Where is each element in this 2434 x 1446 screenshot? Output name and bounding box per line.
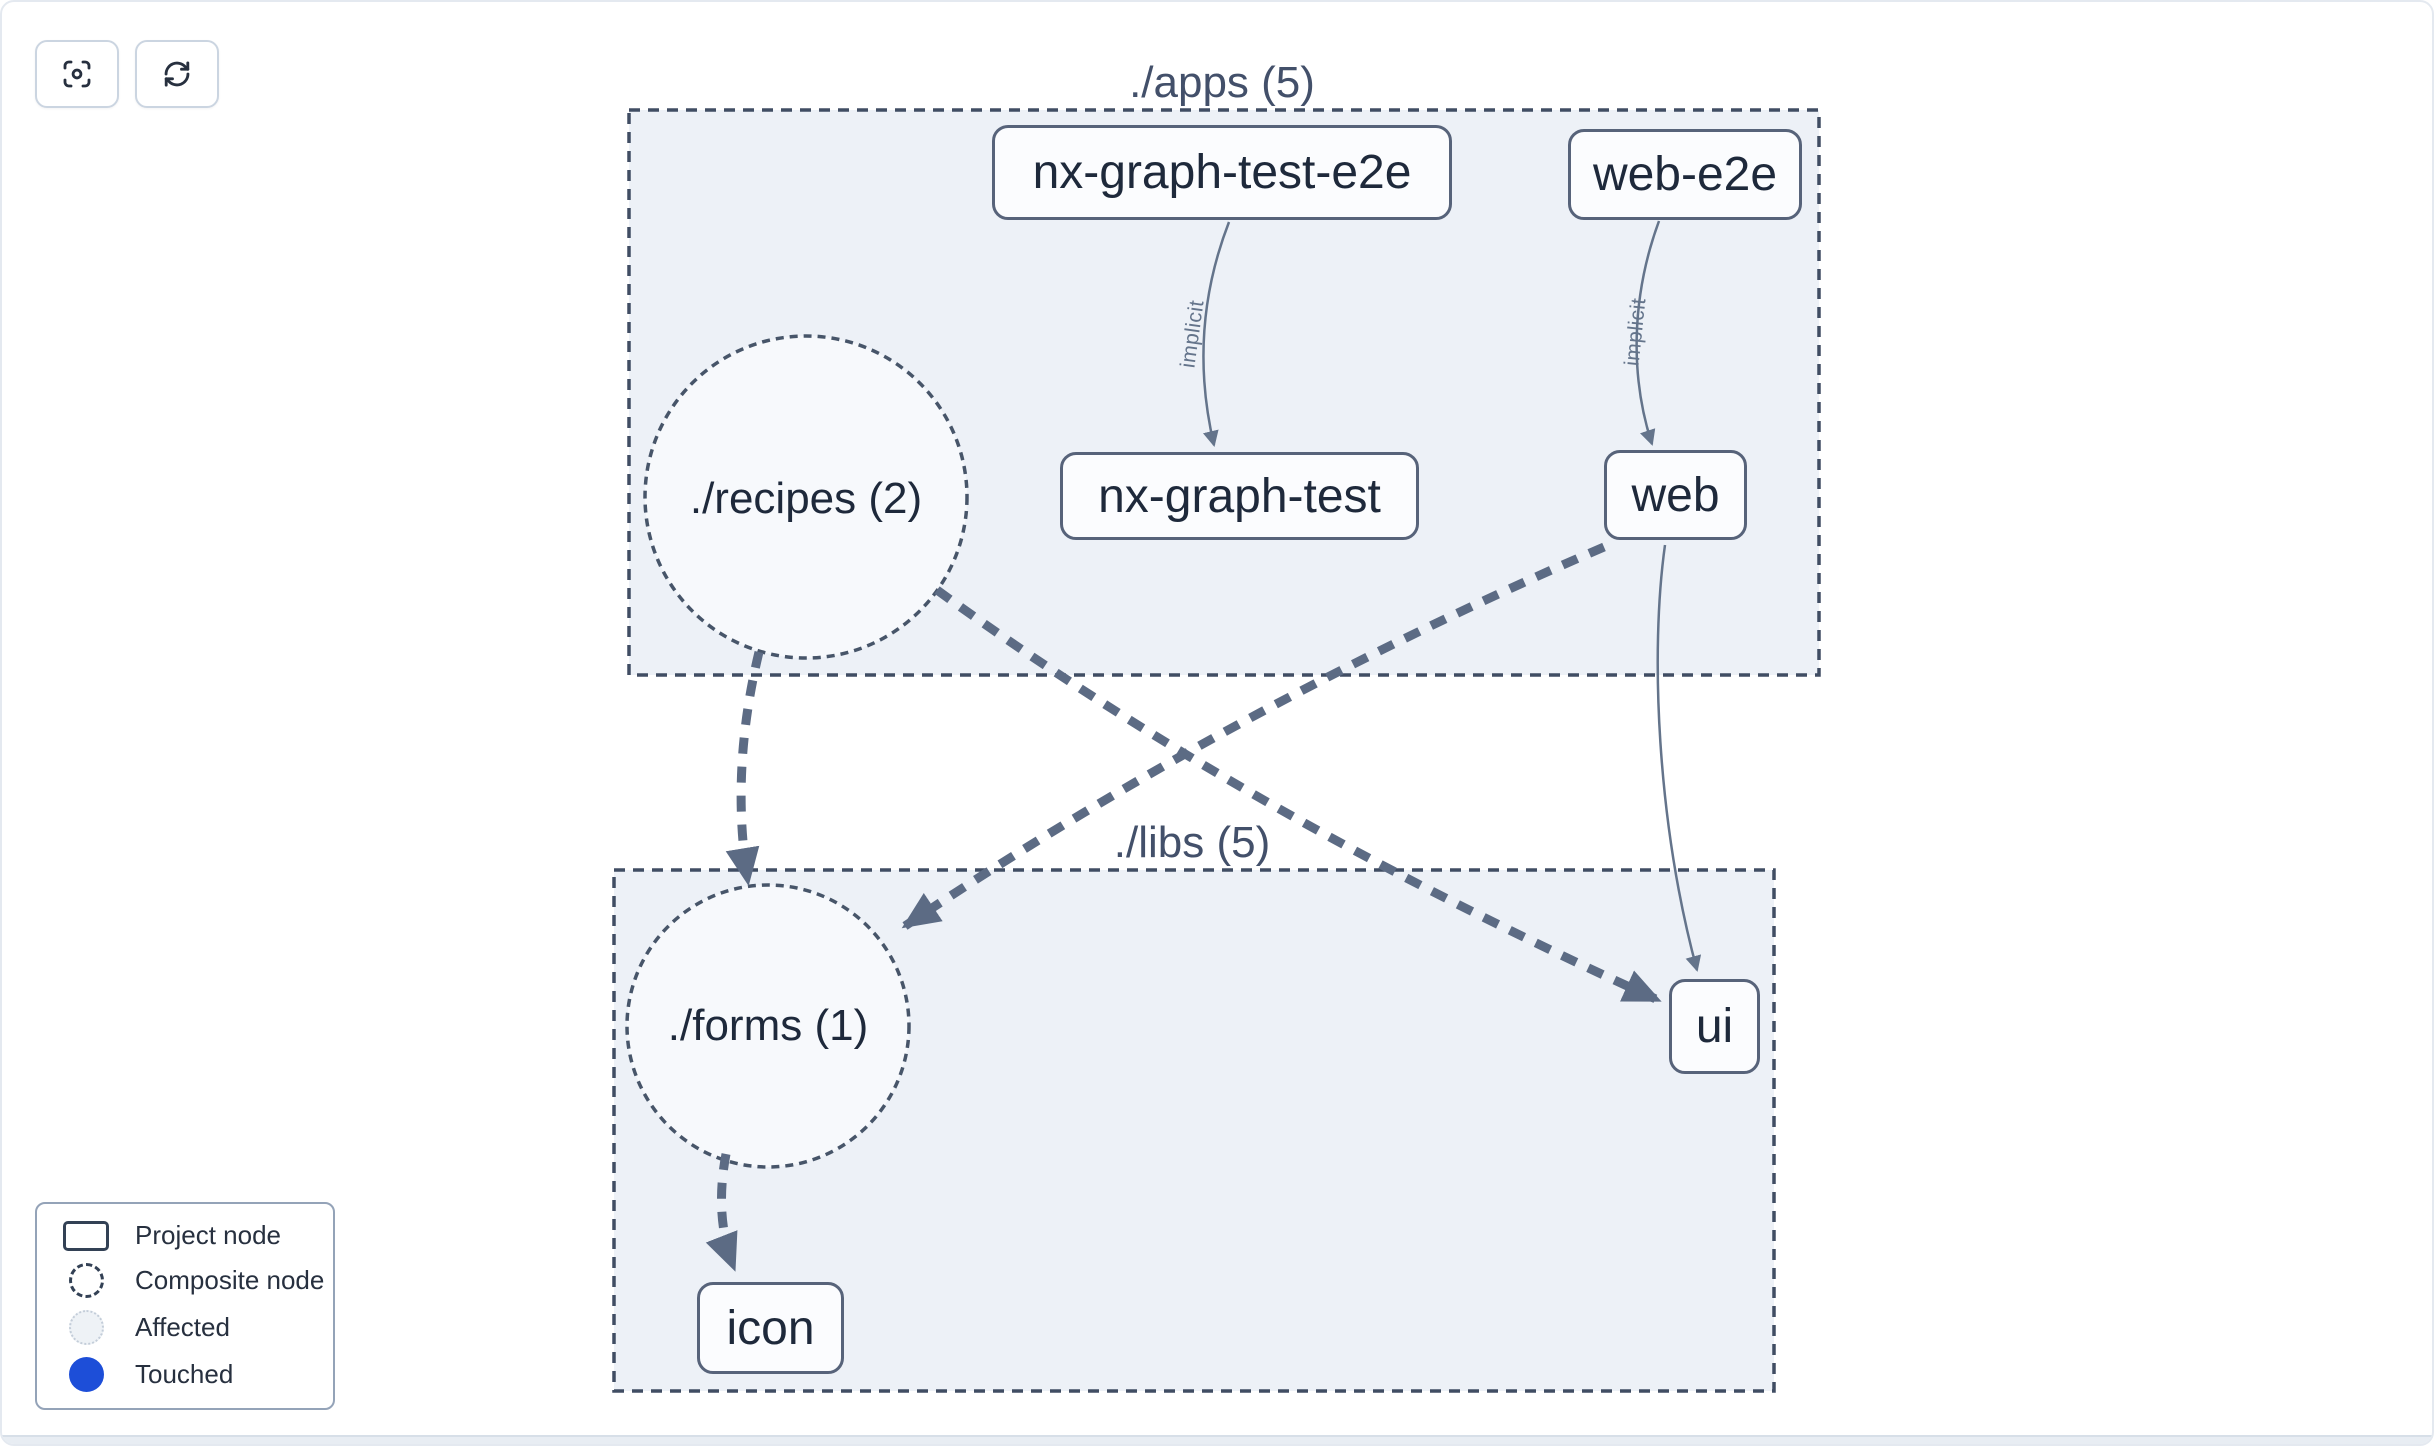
legend-label-composite-node: Composite node <box>135 1265 325 1295</box>
project-node-web[interactable]: web <box>1604 450 1747 540</box>
touched-swatch <box>68 1357 104 1392</box>
composite-node-recipes[interactable] <box>643 334 969 660</box>
legend-item-project-node: Project node <box>37 1220 333 1251</box>
edge-web-to-ui[interactable] <box>1656 544 1702 972</box>
legend-label-project-node: Project node <box>135 1220 281 1250</box>
group-label-apps: ./apps (5) <box>1129 58 1315 107</box>
project-node-swatch <box>63 1220 109 1251</box>
node-label: web-e2e <box>1592 148 1778 201</box>
project-node-nx-graph-test-e2e[interactable]: nx-graph-test-e2e <box>992 125 1452 220</box>
node-label: nx-graph-test-e2e <box>1032 146 1412 199</box>
affected-swatch <box>68 1310 104 1345</box>
legend-label-touched: Touched <box>135 1359 234 1389</box>
edge-forms-to-icon[interactable] <box>705 1153 739 1272</box>
edge-nx-graph-test-e2e-to-nx-graph-test[interactable] <box>1202 221 1231 447</box>
legend-item-composite-node: Composite node <box>37 1263 333 1298</box>
edge-recipes-to-forms[interactable] <box>725 650 764 886</box>
legend-label-affected: Affected <box>135 1312 230 1342</box>
composite-node-swatch <box>68 1263 104 1298</box>
refresh-icon <box>159 56 195 92</box>
refresh-button[interactable] <box>135 40 219 108</box>
node-label: icon <box>726 1301 815 1355</box>
focus-icon <box>59 56 95 92</box>
edge-web-e2e-to-web[interactable] <box>1635 220 1661 446</box>
project-node-web-e2e[interactable]: web-e2e <box>1568 129 1802 220</box>
legend-item-affected: Affected <box>37 1310 333 1345</box>
composite-node-label-recipes: ./recipes (2) <box>689 474 923 523</box>
legend-panel: Project node Composite node Affected Tou… <box>35 1202 335 1410</box>
node-label: web <box>1631 468 1720 522</box>
node-label: nx-graph-test <box>1098 469 1381 523</box>
project-node-icon[interactable]: icon <box>697 1282 844 1374</box>
composite-node-forms[interactable] <box>625 883 911 1169</box>
focus-button[interactable] <box>35 40 119 108</box>
project-node-ui[interactable]: ui <box>1669 979 1760 1074</box>
bottom-divider <box>2 1435 2432 1444</box>
node-label: ui <box>1695 1000 1734 1053</box>
legend-item-touched: Touched <box>37 1357 333 1392</box>
project-node-nx-graph-test[interactable]: nx-graph-test <box>1060 452 1419 540</box>
edge-recipes-to-ui[interactable] <box>934 586 1662 1005</box>
group-label-libs: ./libs (5) <box>1113 818 1271 867</box>
composite-node-label-forms: ./forms (1) <box>667 1001 869 1050</box>
